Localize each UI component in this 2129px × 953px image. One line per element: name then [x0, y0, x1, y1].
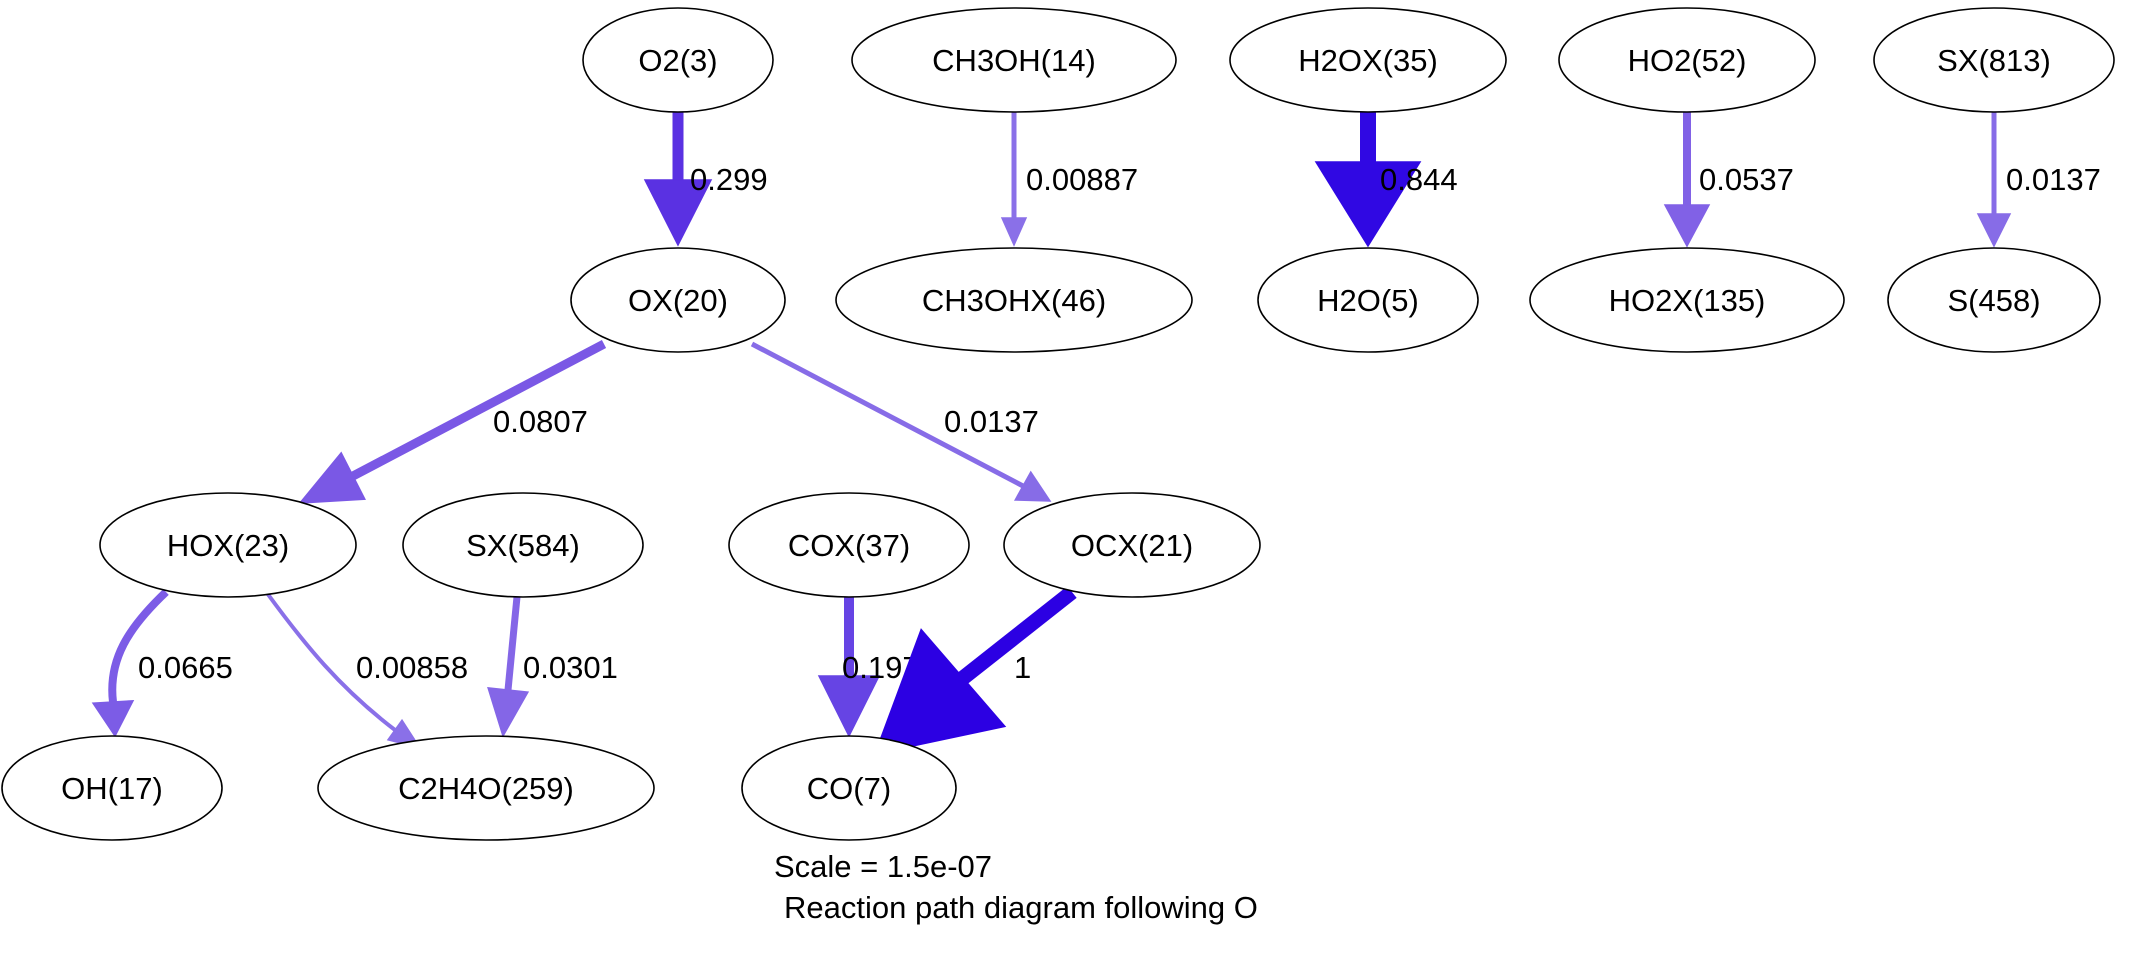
node-O2_3: O2(3) [582, 7, 774, 113]
edge-weight-label: 0.0301 [523, 650, 618, 685]
arrowhead [643, 179, 713, 247]
edge-OX_20-to-OCX_21: 0.0137 [750, 341, 1052, 502]
node-ellipse [1229, 7, 1507, 113]
edge-line [504, 596, 521, 691]
nodes-layer: O2(3) CH3OH(14) H2OX(35) HO2(52) SX(813) OX(2… [1, 7, 2115, 841]
edges-layer: 0.299 0.00887 0.844 0.0537 0.0137 0.0807 0.013… [91, 112, 2101, 756]
edge-OX_20-to-HOX_23: 0.0807 [298, 340, 607, 504]
node-label: C2H4O(259) [398, 771, 574, 806]
node-label: HO2(52) [1628, 43, 1747, 78]
node-ellipse [1, 735, 223, 841]
node-C2H4O_259: C2H4O(259) [317, 735, 655, 841]
edge-SX_813-to-S_458: 0.0137 [1976, 112, 2101, 248]
edge-weight-label: 0.0537 [1699, 162, 1794, 197]
node-H2O_5: H2O(5) [1257, 247, 1479, 353]
edge-SX_584-to-C2H4O_259: 0.0301 [487, 596, 618, 738]
arrowhead [1013, 470, 1052, 502]
node-ellipse [851, 7, 1177, 113]
node-label: SX(584) [466, 528, 580, 563]
edge-line [750, 341, 1025, 489]
node-ellipse [317, 735, 655, 841]
node-ellipse [1887, 247, 2101, 353]
node-CO_7: CO(7) [741, 735, 957, 841]
arrowhead [91, 699, 135, 738]
node-ellipse [1558, 7, 1816, 113]
edge-line [108, 589, 169, 703]
edge-HO2_52-to-HO2X_135: 0.0537 [1663, 112, 1794, 248]
node-label: CH3OH(14) [932, 43, 1096, 78]
node-S_458: S(458) [1887, 247, 2101, 353]
node-label: HO2X(135) [1609, 283, 1766, 318]
node-ellipse [99, 492, 357, 598]
node-label: CO(7) [807, 771, 891, 806]
node-SX_584: SX(584) [402, 492, 644, 598]
node-OX_20: OX(20) [570, 247, 786, 353]
edge-line [958, 586, 1077, 684]
edge-weight-label: 0.00887 [1026, 162, 1138, 197]
edge-line [265, 591, 397, 732]
node-ellipse [1873, 7, 2115, 113]
edge-weight-label: 0.00858 [356, 650, 468, 685]
edge-weight-label: 0.0137 [944, 404, 1039, 439]
edge-H2OX_35-to-H2O_5: 0.844 [1314, 112, 1458, 248]
arrowhead [1314, 161, 1422, 248]
arrowhead [873, 628, 1007, 756]
edge-O2_3-to-OX_20: 0.299 [643, 112, 768, 247]
node-ellipse [570, 247, 786, 353]
edge-weight-label: 0.0137 [2006, 162, 2101, 197]
node-ellipse [402, 492, 644, 598]
edge-line [350, 340, 607, 480]
node-label: OH(17) [61, 771, 163, 806]
arrowhead [1976, 213, 2012, 248]
arrowhead [298, 451, 366, 504]
diagram-title: Reaction path diagram following O [784, 890, 1258, 925]
node-SX_813: SX(813) [1873, 7, 2115, 113]
arrowhead [1663, 204, 1711, 248]
node-HOX_23: HOX(23) [99, 492, 357, 598]
node-ellipse [1003, 492, 1261, 598]
edge-weight-label: 0.0807 [493, 404, 588, 439]
edge-weight-label: 1 [1014, 650, 1031, 685]
edge-CH3OH_14-to-CH3OHX_46: 0.00887 [1000, 112, 1138, 247]
edge-OCX_21-to-CO_7: 1 [873, 586, 1077, 756]
node-HO2X_135: HO2X(135) [1529, 247, 1845, 353]
edge-weight-label: 0.299 [690, 162, 768, 197]
node-CH3OHX_46: CH3OHX(46) [835, 247, 1193, 353]
node-ellipse [835, 247, 1193, 353]
node-OH_17: OH(17) [1, 735, 223, 841]
arrowhead [817, 675, 881, 738]
node-COX_37: COX(37) [728, 492, 970, 598]
node-ellipse [1529, 247, 1845, 353]
node-label: SX(813) [1937, 43, 2051, 78]
edge-HOX_23-to-OH_17: 0.0665 [91, 589, 233, 738]
node-ellipse [741, 735, 957, 841]
node-label: COX(37) [788, 528, 910, 563]
edge-weight-label: 0.844 [1380, 162, 1458, 197]
caption: Scale = 1.5e-07 Reaction path diagram fo… [774, 849, 1258, 925]
arrowhead [487, 686, 530, 738]
node-H2OX_35: H2OX(35) [1229, 7, 1507, 113]
node-label: OX(20) [628, 283, 728, 318]
edge-HOX_23-to-C2H4O_259: 0.00858 [265, 591, 468, 750]
node-CH3OH_14: CH3OH(14) [851, 7, 1177, 113]
node-label: H2O(5) [1317, 283, 1419, 318]
node-label: H2OX(35) [1298, 43, 1438, 78]
scale-caption: Scale = 1.5e-07 [774, 849, 992, 884]
node-HO2_52: HO2(52) [1558, 7, 1816, 113]
node-label: S(458) [1947, 283, 2040, 318]
node-OCX_21: OCX(21) [1003, 492, 1261, 598]
arrowhead [1000, 217, 1028, 247]
node-label: O2(3) [638, 43, 717, 78]
node-ellipse [728, 492, 970, 598]
node-label: OCX(21) [1071, 528, 1193, 563]
edge-weight-label: 0.0665 [138, 650, 233, 685]
node-ellipse [582, 7, 774, 113]
node-label: CH3OHX(46) [922, 283, 1106, 318]
node-ellipse [1257, 247, 1479, 353]
node-label: HOX(23) [167, 528, 289, 563]
